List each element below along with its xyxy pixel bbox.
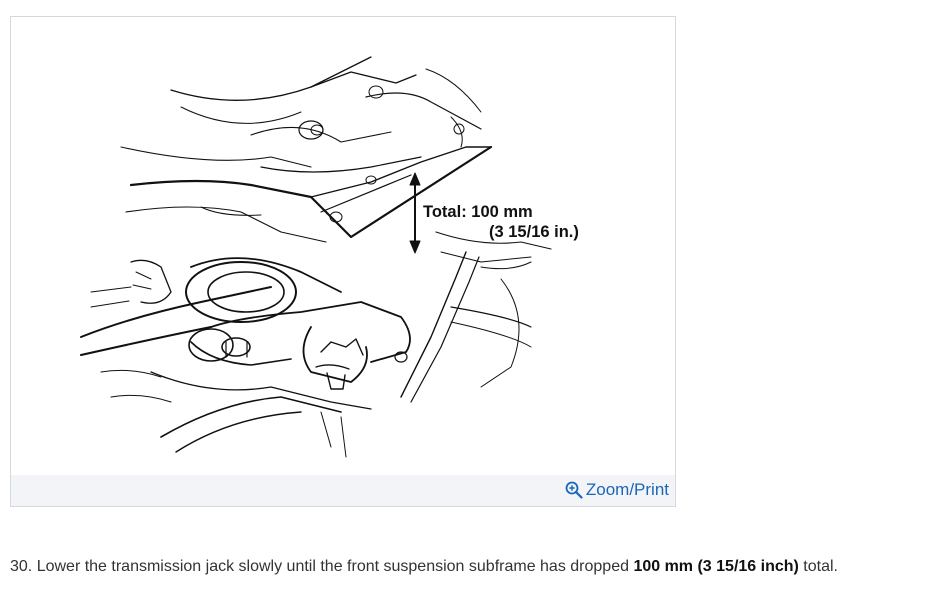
zoom-print-label: Zoom/Print [585,480,669,499]
measurement-callout-line1: Total: 100 mm [423,203,533,221]
suspension-subframe-diagram [80,56,552,458]
figure-container: Total: 100 mm (3 15/16 in.) Zoom/Print [10,16,676,507]
measurement-callout-line2: (3 15/16 in.) [489,223,579,241]
zoom-print-link[interactable]: Zoom/Print [565,480,669,500]
step-text-main: 30. Lower the transmission jack slowly u… [10,558,634,575]
step-text-emphasis: 100 mm (3 15/16 inch) [633,558,799,575]
step-instruction: 30. Lower the transmission jack slowly u… [10,558,838,576]
zoom-in-icon [565,481,583,499]
step-text-suffix: total. [798,558,838,575]
zoom-bar: Zoom/Print [11,475,675,506]
